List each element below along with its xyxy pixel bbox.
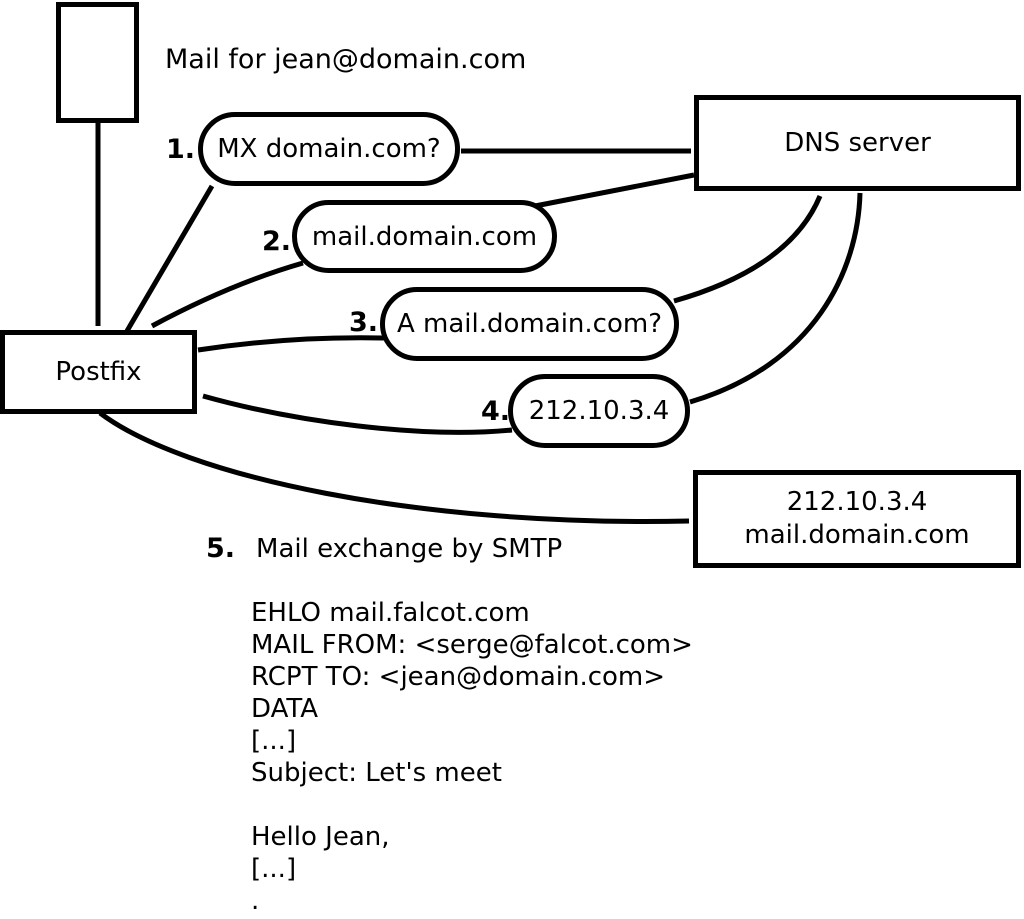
smtp-line bbox=[251, 789, 693, 821]
step-2-mx-answer-pill: mail.domain.com bbox=[292, 200, 557, 273]
step-4-a-answer-pill: 212.10.3.4 bbox=[508, 374, 690, 448]
mail-server-node: 212.10.3.4 mail.domain.com bbox=[693, 470, 1021, 568]
mail-document-box bbox=[56, 2, 139, 123]
smtp-line: [...] bbox=[251, 854, 297, 884]
step-4-number: 4. bbox=[481, 396, 511, 427]
mail-server-hostname: mail.domain.com bbox=[744, 520, 970, 550]
line-dns-to-a-answer bbox=[689, 192, 863, 405]
step-2-number: 2. bbox=[262, 226, 292, 257]
mail-server-ip: 212.10.3.4 bbox=[786, 487, 928, 517]
arrow-a-query-to-dns bbox=[673, 195, 823, 304]
line-postfix-to-mx-query bbox=[124, 184, 215, 333]
step-1-label: MX domain.com? bbox=[217, 134, 441, 164]
arrow-a-answer-to-postfix bbox=[202, 393, 513, 435]
smtp-line: DATA bbox=[251, 694, 318, 724]
diagram-title: Mail for jean@domain.com bbox=[165, 44, 527, 75]
step-3-a-query-pill: A mail.domain.com? bbox=[380, 287, 679, 361]
step-4-label: 212.10.3.4 bbox=[528, 396, 670, 426]
step-3-label: A mail.domain.com? bbox=[397, 309, 662, 339]
step-1-number: 1. bbox=[166, 134, 196, 165]
smtp-line: Hello Jean, bbox=[251, 822, 390, 852]
arrow-postfix-to-mailserver bbox=[98, 411, 690, 524]
smtp-line: RCPT TO: <jean@domain.com> bbox=[251, 662, 666, 692]
step-5-label: Mail exchange by SMTP bbox=[256, 534, 563, 564]
arrow-mx-answer-to-postfix bbox=[150, 260, 304, 329]
smtp-line: . bbox=[251, 886, 260, 916]
smtp-line: MAIL FROM: <serge@falcot.com> bbox=[251, 630, 693, 660]
postfix-node: Postfix bbox=[0, 330, 197, 414]
step-1-mx-query-pill: MX domain.com? bbox=[198, 112, 460, 186]
step-3-number: 3. bbox=[349, 307, 379, 338]
line-dns-to-mx-answer bbox=[534, 172, 695, 209]
smtp-line: Subject: Let's meet bbox=[251, 758, 502, 788]
dns-server-node: DNS server bbox=[694, 95, 1021, 191]
dns-server-label: DNS server bbox=[784, 127, 931, 158]
step-5-number: 5. bbox=[206, 533, 236, 564]
smtp-line: [...] bbox=[251, 726, 297, 756]
step-2-label: mail.domain.com bbox=[311, 221, 538, 252]
step-5-caption: 5. Mail exchange by SMTP bbox=[206, 533, 562, 564]
smtp-line: EHLO mail.falcot.com bbox=[251, 598, 530, 628]
line-postfix-to-a-query bbox=[197, 335, 385, 353]
postfix-label: Postfix bbox=[55, 356, 142, 387]
